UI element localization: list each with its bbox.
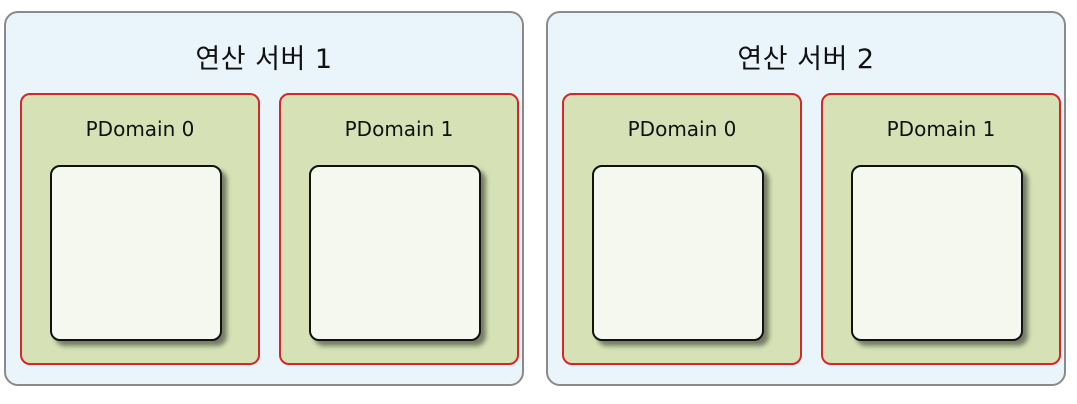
domain-content-box bbox=[851, 165, 1023, 341]
pdomain-1-server-2: PDomain 1 bbox=[821, 93, 1061, 365]
domain-content-box bbox=[50, 165, 222, 341]
pdomain-1-server-1: PDomain 1 bbox=[279, 93, 519, 365]
server-title: 연산 서버 1 bbox=[195, 44, 333, 75]
pdomain-label: PDomain 0 bbox=[85, 117, 195, 141]
compute-server-1: 연산 서버 1 PDomain 0 PDomain 1 bbox=[4, 11, 524, 386]
pdomain-label: PDomain 1 bbox=[886, 117, 996, 141]
server-title: 연산 서버 2 bbox=[737, 44, 875, 75]
compute-server-2: 연산 서버 2 PDomain 0 PDomain 1 bbox=[546, 11, 1066, 386]
pdomain-0-server-1: PDomain 0 bbox=[20, 93, 260, 365]
pdomain-label: PDomain 1 bbox=[344, 117, 454, 141]
pdomain-0-server-2: PDomain 0 bbox=[562, 93, 802, 365]
domain-content-box bbox=[309, 165, 481, 341]
domain-content-box bbox=[592, 165, 764, 341]
pdomain-label: PDomain 0 bbox=[627, 117, 737, 141]
